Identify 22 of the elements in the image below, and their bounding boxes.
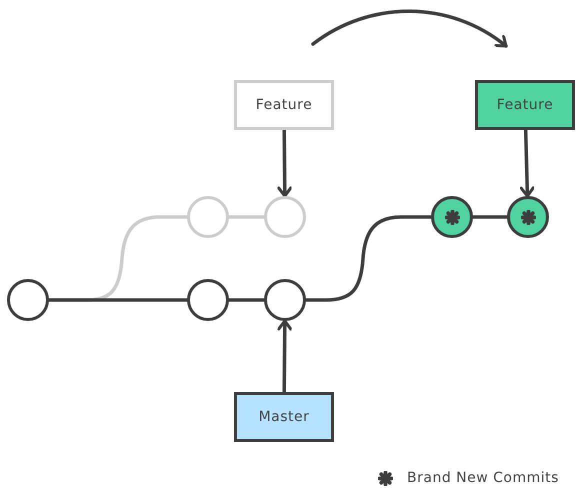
branch-name: Feature xyxy=(256,97,312,113)
commit-circle xyxy=(264,196,306,238)
commit-circle xyxy=(264,279,306,321)
connector-line xyxy=(227,215,266,219)
branch-name: Feature xyxy=(496,97,554,113)
arrow xyxy=(277,319,292,394)
commit-circle xyxy=(7,279,49,321)
branch-name: Master xyxy=(258,409,310,425)
branch-label-box xyxy=(234,392,334,442)
commit-circle xyxy=(507,196,549,238)
connector-line xyxy=(471,215,509,219)
commit-circle xyxy=(187,279,229,321)
arrow xyxy=(277,128,292,198)
connector-line xyxy=(227,298,266,302)
arrow xyxy=(520,128,535,198)
commit-circle xyxy=(431,196,473,238)
connector-line xyxy=(304,215,433,302)
legend-text: Brand New Commits xyxy=(407,470,559,486)
branch-label-box xyxy=(234,80,334,130)
commit-circle xyxy=(187,196,229,238)
branch-label-box xyxy=(475,80,575,130)
connector-line xyxy=(47,298,189,302)
